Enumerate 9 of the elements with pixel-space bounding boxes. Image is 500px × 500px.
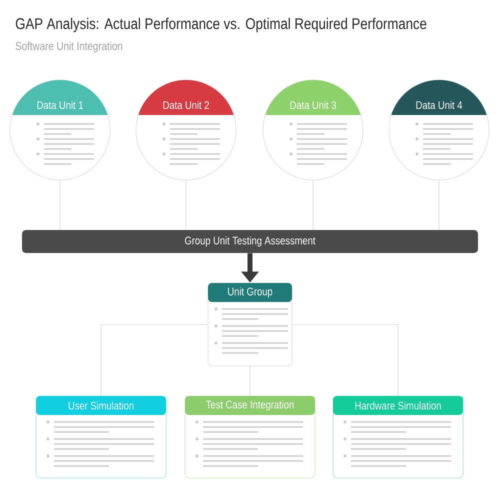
banner-bar: Group Unit Testing Assessment: [22, 230, 478, 253]
group-card: Unit Group: [208, 282, 292, 366]
subtitle: Software Unit Integration: [16, 42, 122, 52]
process-card: Test Case Integration: [184, 396, 316, 478]
connector-line: [100, 324, 208, 396]
connector-line: [292, 324, 398, 396]
title: GAP Analysis: Actual Performance vs. Optimal Required Performance: [16, 18, 426, 32]
process-card: User Simulation: [36, 396, 166, 478]
process-card: Hardware Simulation: [332, 396, 464, 478]
